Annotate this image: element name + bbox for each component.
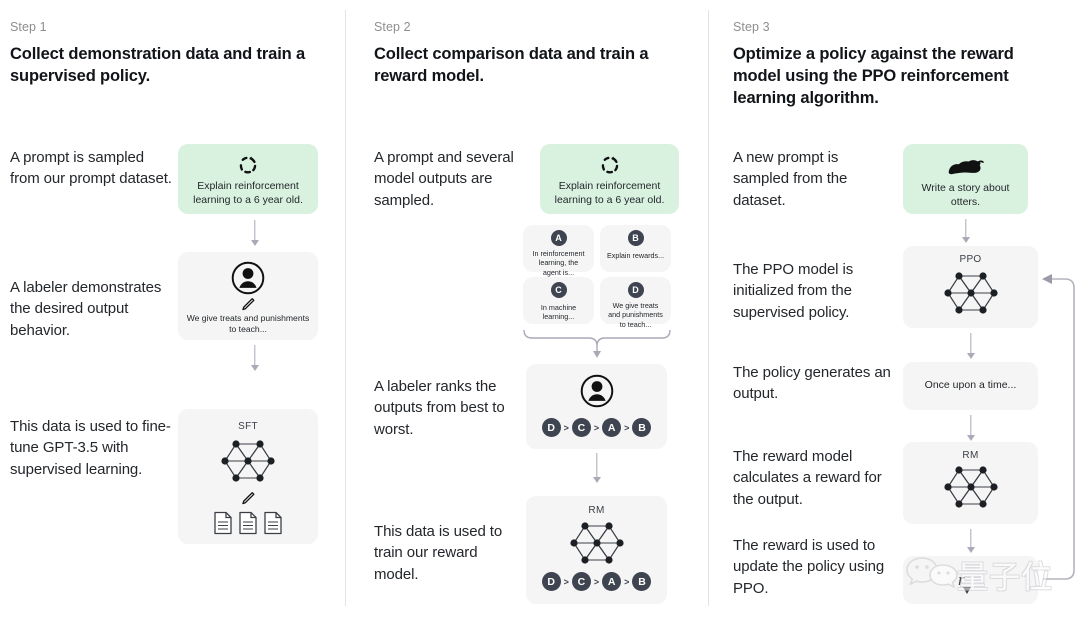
reward-icon: r [958, 570, 971, 594]
rm-rank-badge-1: D [541, 572, 561, 591]
step-1-sft-card[interactable]: SFT [178, 409, 318, 544]
output-card-a[interactable]: A In reinforcement learning, the agent i… [523, 225, 594, 277]
step-3-column: Step 3 Optimize a policy against the rew… [709, 0, 1080, 621]
rank-badge-1: D [541, 418, 561, 437]
step-1-caption-1: A prompt is sampled from our prompt data… [10, 149, 172, 188]
step-1-labeler-card[interactable]: We give treats and punishments to teach.… [178, 252, 318, 340]
refresh-circle-icon [239, 156, 257, 174]
output-badge-d: D [627, 282, 644, 298]
refresh-arrowhead [249, 156, 253, 160]
merge-brace-arrow [523, 329, 671, 358]
otter-icon [948, 160, 984, 175]
step-3-caption-1: A new prompt is sampled from the dataset… [733, 149, 848, 209]
step-3-caption-3: The policy generates an output. [733, 364, 891, 403]
pencil-icon [242, 298, 255, 311]
arrow-down-1a [248, 220, 262, 246]
rm-rank-badge-3: A [602, 572, 622, 591]
step-2-column: Step 2 Collect comparison data and train… [346, 0, 708, 621]
output-card-b[interactable]: B Explain rewards... [600, 225, 671, 272]
step-1-label: Step 1 [10, 20, 47, 34]
ppo-label: PPO [959, 254, 982, 265]
step-2-prompt-text: Explain reinforcement learning to a 6 ye… [554, 180, 665, 206]
step-1-caption-3: This data is used to fine-tune GPT-3.5 w… [10, 418, 171, 478]
output-badge-b: B [627, 230, 644, 246]
rm-label: RM [588, 505, 605, 516]
arrow-down-2a [590, 453, 604, 483]
step-3-caption-5: The reward is used to update the policy … [733, 537, 885, 597]
documents-group [213, 511, 283, 535]
neural-network-icon [943, 466, 998, 508]
rm-rank-badge-2: C [571, 572, 591, 591]
step-3-reward-card[interactable]: r [903, 556, 1038, 604]
step-3-prompt-text: Write a story about otters. [921, 182, 1010, 208]
step-3-output-text: Once upon a time... [924, 379, 1017, 391]
rank-badge-4: B [632, 418, 652, 437]
neural-network-icon [943, 272, 998, 314]
step-1-column: Step 1 Collect demonstration data and tr… [0, 0, 345, 621]
output-card-c[interactable]: C In machine learning... [523, 277, 594, 324]
document-icon [214, 511, 232, 535]
step-1-labeler-text: We give treats and punishments to teach.… [186, 313, 310, 335]
output-card-d[interactable]: D We give treats and punishments to teac… [600, 277, 671, 329]
step-2-ranking-card[interactable]: D > C > A > B [526, 364, 667, 449]
step-2-caption-3: This data is used to train our reward mo… [374, 523, 503, 583]
output-badge-a: A [550, 230, 567, 246]
column-divider-2 [708, 10, 709, 606]
arrow-down-1b [248, 345, 262, 371]
step-2-rm-card[interactable]: RM D > C > A > [526, 496, 667, 604]
arrow-down-3a [959, 219, 973, 243]
person-circle-icon [231, 261, 265, 295]
arrow-down-3c [964, 415, 978, 441]
pencil-icon [242, 492, 255, 505]
step-3-caption-2: The PPO model is initialized from the su… [733, 261, 854, 321]
arrow-down-3b [964, 333, 978, 359]
step-2-label: Step 2 [374, 20, 411, 34]
step-1-title: Collect demonstration data and train a s… [10, 45, 306, 85]
step-3-rm-label: RM [962, 450, 979, 461]
rm-rank-sep-3: > [624, 576, 630, 587]
rank-sep-3: > [624, 422, 630, 433]
arrow-down-3d [964, 529, 978, 553]
rm-rank-sep-1: > [563, 576, 569, 587]
output-text-d: We give treats and punishments to teach.… [608, 301, 663, 329]
step-1-prompt-text: Explain reinforcement learning to a 6 ye… [193, 180, 303, 206]
step-2-prompt-card[interactable]: Explain reinforcement learning to a 6 ye… [540, 144, 679, 214]
rank-badge-3: A [602, 418, 622, 437]
step-3-output-card[interactable]: Once upon a time... [903, 362, 1038, 410]
output-text-a: In reinforcement learning, the agent is.… [532, 249, 585, 277]
rm-rank-badge-4: B [632, 572, 652, 591]
column-divider-1 [345, 10, 346, 606]
sft-label: SFT [238, 421, 258, 432]
rank-sep-1: > [563, 422, 569, 433]
step-3-title: Optimize a policy against the reward mod… [733, 45, 1014, 107]
neural-network-icon [221, 440, 275, 482]
document-icon [239, 511, 257, 535]
step-3-prompt-card[interactable]: Write a story about otters. [903, 144, 1028, 214]
step-1-caption-2: A labeler demonstrates the desired outpu… [10, 279, 162, 339]
refresh-circle-icon [601, 156, 618, 174]
step-2-caption-2: A labeler ranks the outputs from best to… [374, 378, 505, 438]
step-3-caption-4: The reward model calculates a reward for… [733, 448, 882, 508]
step-3-label: Step 3 [733, 20, 770, 34]
step-3-rm-card[interactable]: RM [903, 442, 1038, 524]
rank-sep-2: > [593, 422, 600, 433]
step-3-ppo-card[interactable]: PPO [903, 246, 1038, 328]
person-circle-icon [580, 374, 613, 408]
output-text-c: In machine learning... [540, 303, 577, 322]
step-2-title: Collect comparison data and train a rewa… [374, 45, 649, 85]
step-2-caption-1: A prompt and several model outputs are s… [374, 149, 514, 209]
svg-text:r: r [958, 570, 965, 589]
rm-ranking-row: D > C > A > B [526, 572, 667, 591]
output-text-b: Explain rewards... [606, 251, 665, 260]
step-1-prompt-card[interactable]: Explain reinforcement learning to a 6 ye… [178, 144, 318, 214]
ranking-row: D > C > A > B [526, 418, 667, 437]
feedback-loop-arrow [1042, 274, 1075, 580]
rank-badge-2: C [571, 418, 591, 437]
document-icon [264, 511, 282, 535]
output-badge-c: C [550, 282, 567, 298]
neural-network-icon [569, 522, 624, 564]
rm-rank-sep-2: > [593, 576, 600, 587]
